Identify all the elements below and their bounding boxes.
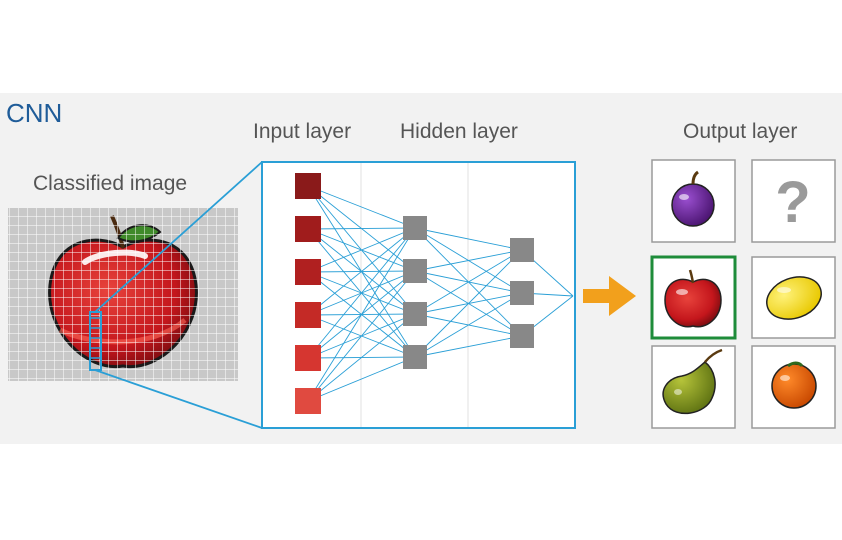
connection-line	[307, 313, 416, 402]
orange-icon	[771, 361, 817, 409]
input-node	[295, 345, 321, 371]
zoom-line-bottom	[94, 369, 263, 429]
output-layer-label: Output layer	[683, 120, 798, 143]
apple-icon	[664, 269, 722, 328]
output-plum	[651, 159, 736, 243]
question-mark-icon: ?	[775, 170, 810, 235]
diagram-title: CNN	[6, 98, 63, 128]
hidden-node-layer2	[510, 281, 534, 305]
classified-image	[8, 208, 238, 381]
connection-line	[307, 227, 416, 230]
connection-line	[414, 249, 523, 315]
network-nodes	[295, 173, 534, 414]
zoom-line-top	[94, 161, 263, 313]
output-pear	[651, 345, 736, 429]
input-layer-label: Input layer	[253, 120, 352, 143]
input-node	[295, 259, 321, 285]
connection-line	[414, 227, 523, 251]
plum-icon	[671, 170, 715, 227]
hidden-node-layer1	[403, 302, 427, 326]
hidden-node-layer1	[403, 216, 427, 240]
classified-image-label: Classified image	[33, 172, 188, 195]
input-node	[295, 173, 321, 199]
output-apple	[650, 255, 737, 340]
connection-line	[414, 249, 523, 358]
network-connections	[307, 185, 574, 402]
connection-line	[307, 185, 416, 229]
connection-line	[307, 227, 416, 359]
input-node	[295, 388, 321, 414]
connection-line	[307, 270, 416, 402]
output-arrow	[583, 276, 636, 316]
hidden-node-layer1	[403, 345, 427, 369]
output-unknown: ?	[751, 159, 836, 243]
input-node	[295, 302, 321, 328]
lemon-icon	[766, 276, 822, 320]
connection-line	[307, 227, 416, 316]
hidden-node-layer1	[403, 259, 427, 283]
connection-line	[307, 227, 416, 402]
connection-line	[414, 292, 523, 358]
pear-icon	[662, 348, 723, 415]
connection-line	[307, 227, 416, 273]
input-node	[295, 216, 321, 242]
connection-line	[414, 249, 523, 272]
hidden-layer-label: Hidden layer	[400, 120, 518, 143]
connection-line	[307, 356, 416, 402]
hidden-node-layer2	[510, 238, 534, 262]
output-lemon	[751, 256, 836, 339]
hidden-node-layer2	[510, 324, 534, 348]
output-orange	[751, 345, 836, 429]
connection-line	[414, 335, 523, 358]
